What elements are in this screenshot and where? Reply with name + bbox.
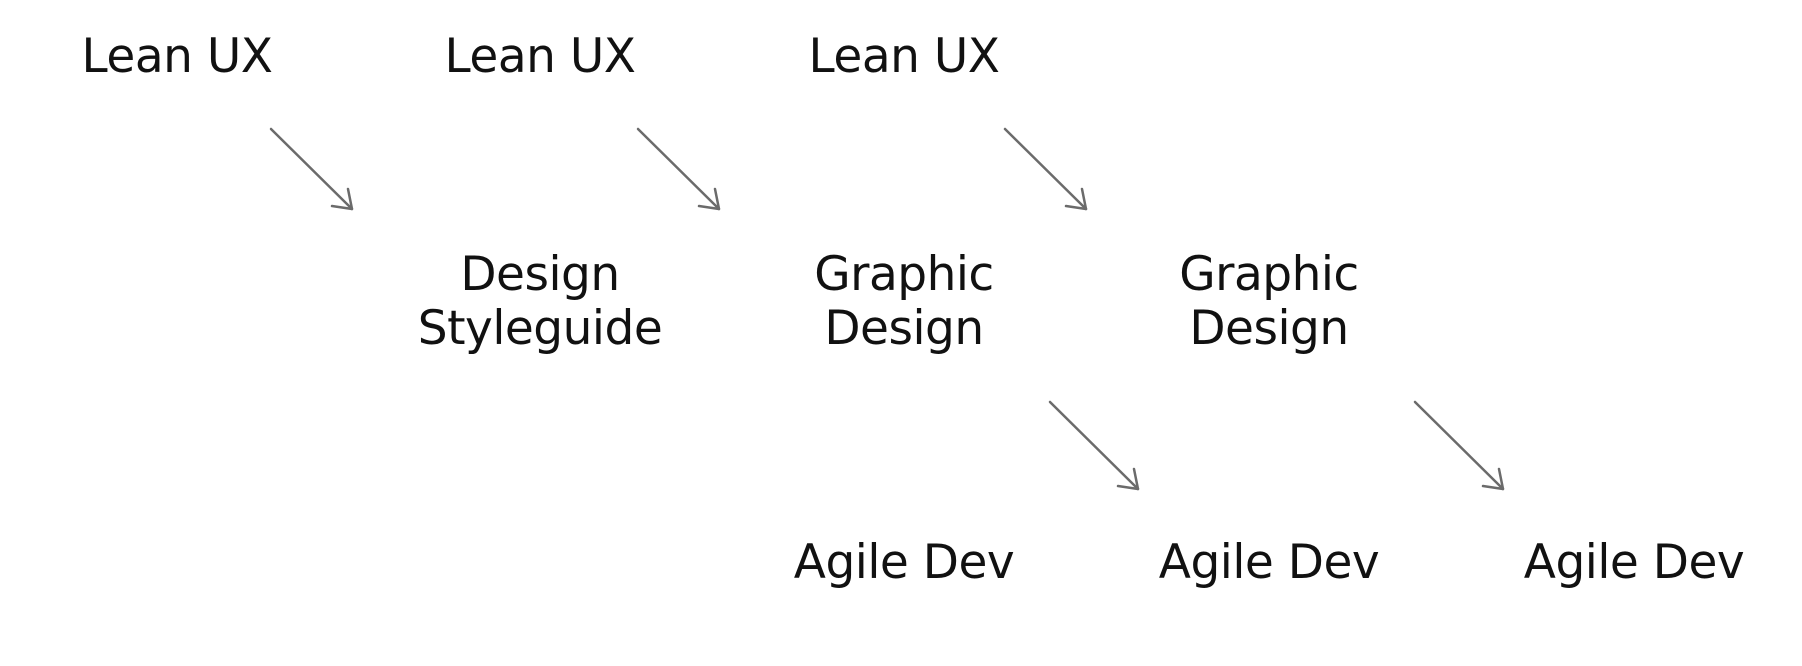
arrow-graphic-design-1-to-agile-dev-2 [1048,400,1140,491]
graphic-design-2-line-1: Graphic [1179,247,1359,302]
agile-dev-label-2: Agile Dev [1158,535,1380,590]
design-styleguide-line-1: Design [460,247,620,302]
arrow-lean-ux-2-to-graphic-design-1 [636,127,721,211]
graphic-design-1-line-1: Graphic [814,247,994,302]
design-styleguide-line-2: Styleguide [417,301,663,356]
lean-ux-label-1: Lean UX [81,29,273,84]
arrow-lean-ux-1-to-design-styleguide [269,127,354,211]
graphic-design-label-2: Graphic Design [1179,248,1359,356]
design-styleguide-label: Design Styleguide [417,247,663,356]
arrow-lean-ux-3-to-graphic-design-2 [1003,127,1088,211]
agile-dev-label-1: Agile Dev [793,535,1015,590]
agile-dev-label-3: Agile Dev [1523,535,1745,590]
graphic-design-label-1: Graphic Design [814,248,994,356]
graphic-design-1-line-2: Design [824,301,984,356]
graphic-design-2-line-2: Design [1189,301,1349,356]
lean-ux-label-3: Lean UX [808,29,1000,84]
arrow-graphic-design-2-to-agile-dev-3 [1413,400,1505,491]
lean-ux-label-2: Lean UX [444,29,636,84]
